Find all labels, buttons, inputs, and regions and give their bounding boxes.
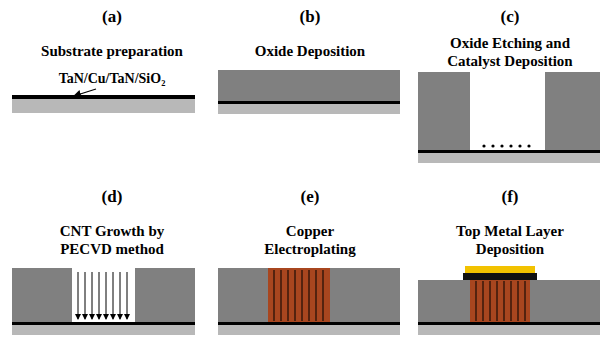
step-title: CNT Growth by PECVD method	[46, 222, 178, 258]
step-title: Top Metal Layer Deposition	[443, 222, 577, 258]
panel-letter: (c)	[480, 8, 540, 26]
cnt-growth-d	[12, 268, 195, 335]
etched-oxide-c	[418, 72, 600, 163]
panel-letter: (e)	[280, 188, 340, 206]
panel-letter: (a)	[82, 8, 142, 26]
step-title: Copper Electroplating	[254, 222, 366, 258]
panel-letter: (b)	[280, 8, 340, 26]
step-title: Oxide Etching and Catalyst Deposition	[424, 34, 596, 70]
step-title: Oxide Deposition	[215, 42, 405, 60]
panel-letter: (d)	[82, 188, 142, 206]
top-metal-f	[418, 266, 600, 335]
panel-letter: (f)	[480, 188, 540, 206]
step-title: Substrate preparation	[17, 42, 207, 60]
layer-stack-label: TaN/Cu/TaN/SiO₂	[17, 70, 207, 88]
copper-fill-e	[218, 268, 400, 335]
oxide-b	[218, 70, 400, 114]
substrate-a	[12, 89, 195, 113]
